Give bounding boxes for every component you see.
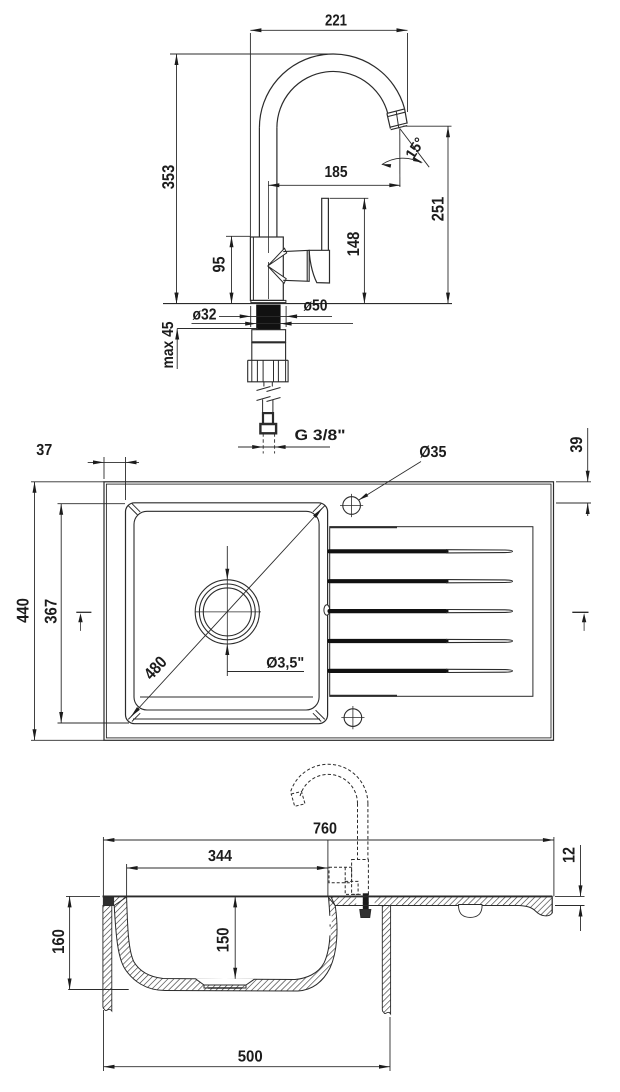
svg-text:Ø3,5": Ø3,5" (266, 655, 304, 672)
svg-text:Ø35: Ø35 (419, 444, 446, 461)
svg-text:95: 95 (210, 257, 229, 273)
svg-text:max 45: max 45 (160, 321, 177, 368)
svg-text:185: 185 (325, 164, 348, 181)
svg-text:367: 367 (42, 599, 61, 624)
svg-text:760: 760 (313, 821, 337, 838)
svg-text:G 3/8": G 3/8" (295, 427, 346, 444)
svg-text:344: 344 (208, 848, 232, 865)
svg-text:160: 160 (49, 929, 68, 954)
svg-text:500: 500 (238, 1049, 263, 1066)
svg-text:440: 440 (13, 598, 32, 623)
svg-text:39: 39 (567, 437, 586, 453)
svg-text:ø32: ø32 (193, 307, 217, 324)
svg-text:148: 148 (344, 232, 363, 257)
svg-text:12: 12 (560, 847, 579, 863)
svg-text:37: 37 (36, 442, 52, 459)
svg-text:ø50: ø50 (304, 298, 328, 315)
svg-text:150: 150 (213, 928, 232, 953)
svg-text:221: 221 (325, 13, 347, 30)
svg-text:251: 251 (429, 197, 448, 222)
svg-text:353: 353 (159, 165, 178, 190)
